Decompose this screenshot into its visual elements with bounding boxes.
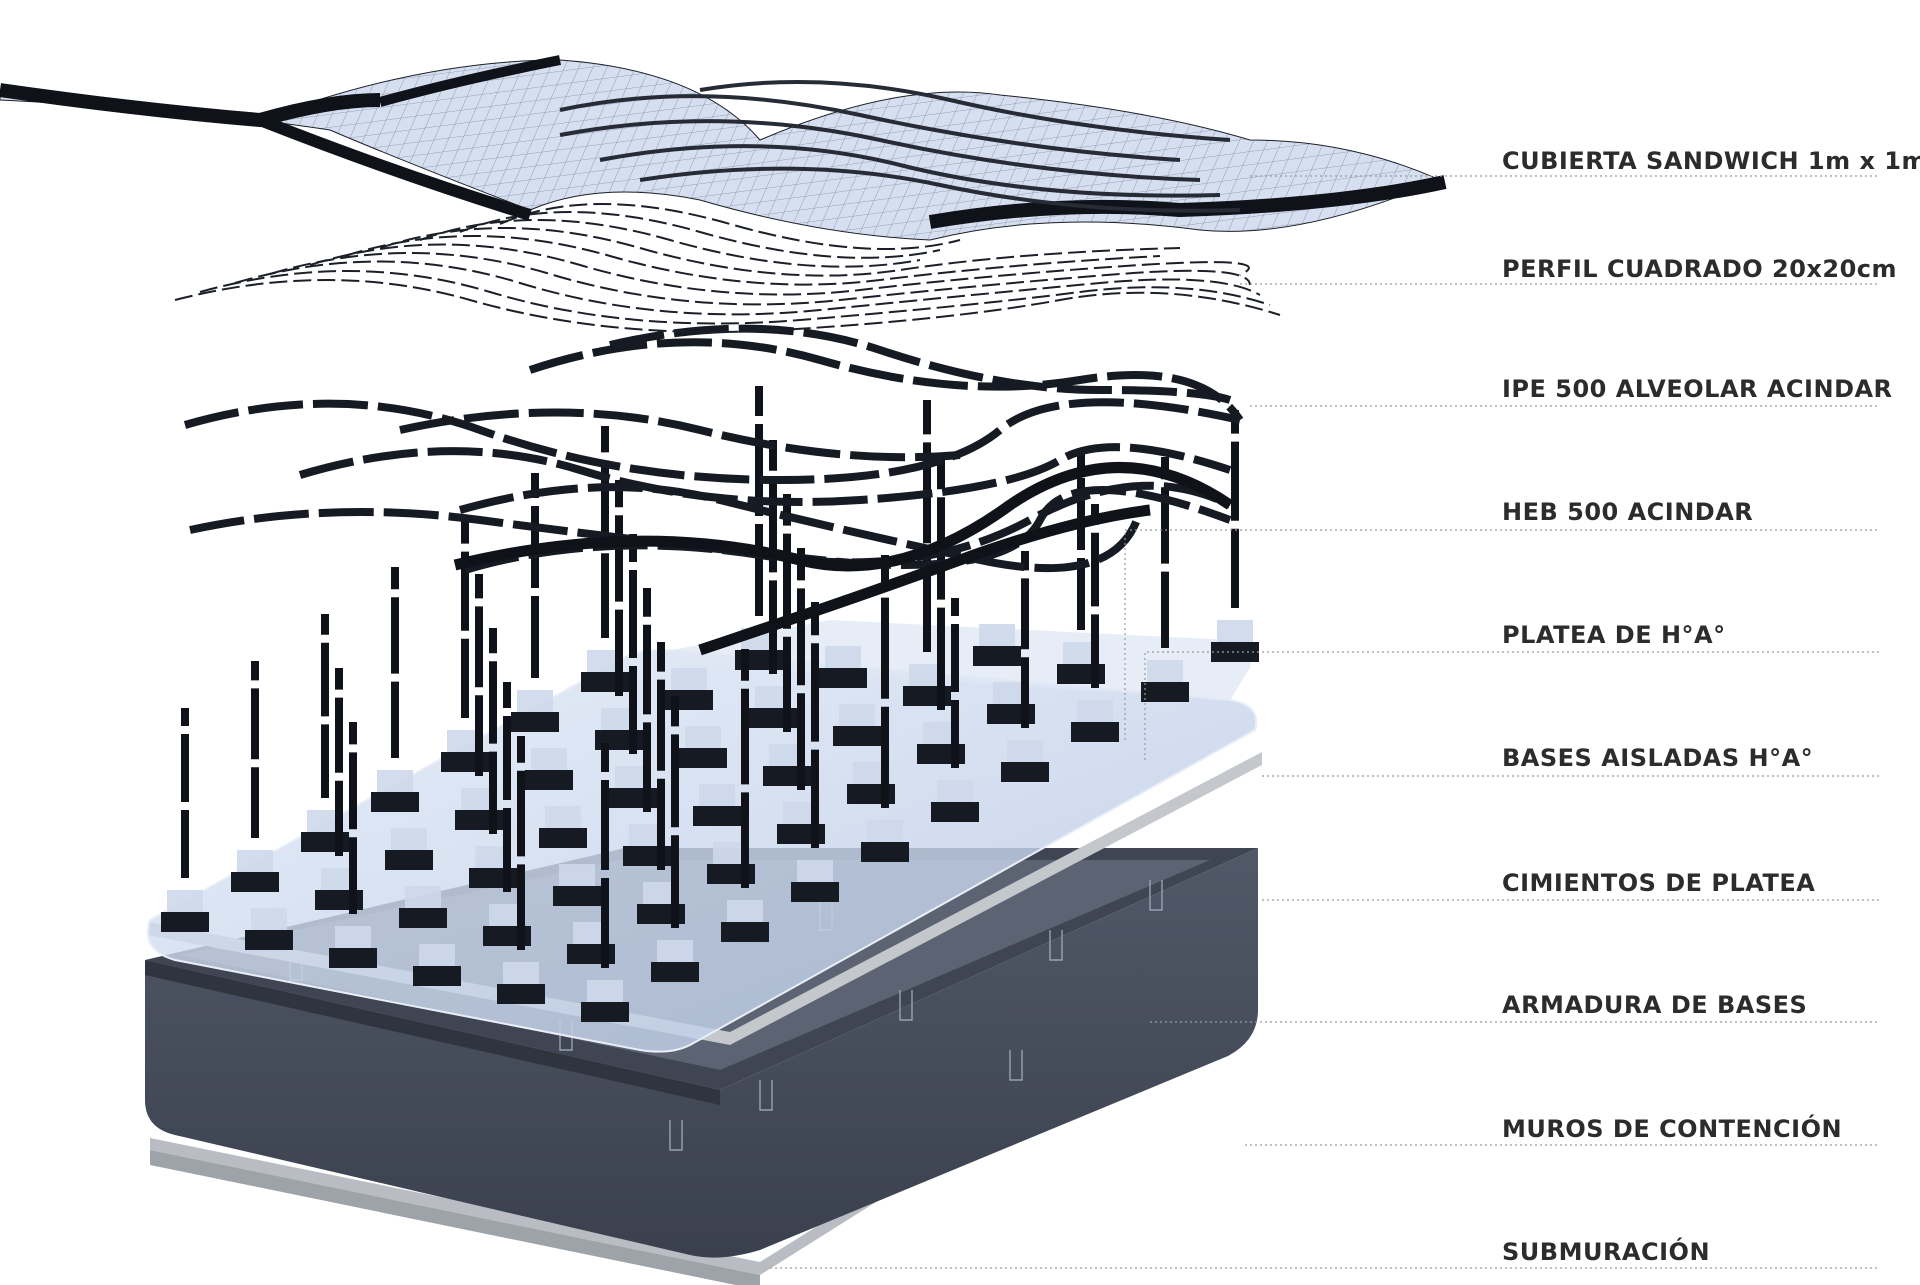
label-armadura: ARMADURA DE BASES [1502,991,1807,1019]
footing [553,864,601,906]
footing [385,828,433,870]
footing [931,780,979,822]
footing [1071,700,1119,742]
footing [161,890,209,932]
footing [497,962,545,1004]
footings-grid [161,620,1259,1022]
label-cimientos: CIMIENTOS DE PLATEA [1502,869,1815,897]
footing [973,624,1021,666]
footing [791,860,839,902]
footing [1141,660,1189,702]
label-cubierta: CUBIERTA SANDWICH 1m x 1m [1502,147,1920,175]
component-labels: CUBIERTA SANDWICH 1m x 1m PERFIL CUADRAD… [1502,147,1920,1266]
label-submuracion: SUBMURACIÓN [1502,1236,1710,1266]
footing [1211,620,1259,662]
label-bases: BASES AISLADAS H°A° [1502,744,1813,772]
label-perfil: PERFIL CUADRADO 20x20cm [1502,255,1897,283]
footing [399,886,447,928]
footing [693,784,741,826]
footing [525,748,573,790]
footing [539,806,587,848]
heb500-primary-beams [453,462,1234,656]
label-ipe: IPE 500 ALVEOLAR ACINDAR [1502,375,1893,403]
label-heb: HEB 500 ACINDAR [1502,498,1753,526]
footing [679,726,727,768]
footing [511,690,559,732]
footing [651,940,699,982]
footing [245,908,293,950]
footing [371,770,419,812]
ipe500-beams [183,324,1244,574]
footing [581,980,629,1022]
square-profile-lattice [174,203,1281,333]
label-platea: PLATEA DE H°A° [1502,621,1726,649]
footing [721,900,769,942]
footing [861,820,909,862]
footing [413,944,461,986]
footing [833,704,881,746]
leader-lines [770,175,1880,1269]
sandwich-roof [0,55,1447,241]
footing [819,646,867,688]
label-muros: MUROS DE CONTENCIÓN [1502,1113,1842,1143]
submuracion-ring [150,958,1245,1285]
footing [1001,740,1049,782]
footing [231,850,279,892]
footing [329,926,377,968]
